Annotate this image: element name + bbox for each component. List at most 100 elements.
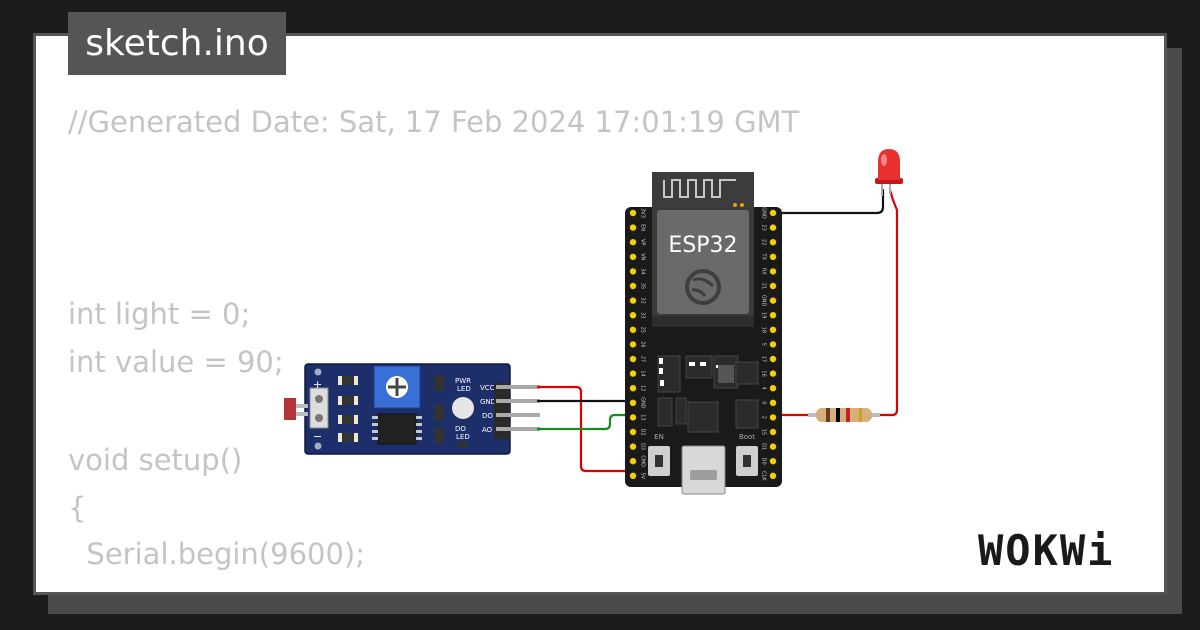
code-line: //Generated Date: Sat, 17 Feb 2024 17:01…	[68, 105, 800, 139]
pin-label-right: 17	[761, 356, 767, 362]
pin-label-right: 23	[761, 224, 767, 230]
pin-pad-right-16[interactable]	[769, 370, 777, 377]
pin-pad-right-clk[interactable]	[769, 472, 777, 479]
pin-pad-right-5[interactable]	[769, 341, 777, 348]
pin-pad-left-34[interactable]	[629, 268, 637, 275]
minus-label: −	[313, 430, 322, 443]
pin-label-left: D2	[640, 428, 646, 435]
pin-label-left: 14	[640, 370, 646, 376]
pin-pad-right-rx[interactable]	[769, 268, 777, 275]
pin-label-left: GND	[640, 397, 646, 409]
pin-label-left: EN	[640, 224, 646, 231]
code-line: int light = 0;	[68, 297, 251, 331]
sensor-pin-ao-label: AO	[482, 426, 493, 434]
pin-label-left: 3V3	[640, 208, 646, 218]
pin-label-left: VN	[640, 253, 646, 260]
preview-card	[33, 33, 1167, 595]
pin-label-left: 25	[640, 327, 646, 333]
pin-pad-right-4[interactable]	[769, 385, 777, 392]
pin-pad-right-gnd[interactable]	[769, 209, 777, 217]
pin-pad-left-33[interactable]	[629, 312, 637, 319]
do-led-label: LED	[456, 433, 470, 441]
pin-label-left: D3	[640, 443, 646, 450]
pin-pad-right-15[interactable]	[769, 428, 777, 436]
pin-pad-left-35[interactable]	[629, 282, 637, 290]
pin-pad-right-17[interactable]	[769, 355, 777, 363]
pin-label-right: 16	[761, 370, 767, 376]
pin-pad-left-cmd[interactable]	[629, 458, 637, 465]
pin-pad-left-14[interactable]	[629, 370, 637, 377]
pin-label-right: 19	[761, 312, 767, 318]
red-led[interactable]	[875, 149, 903, 196]
pin-label-right: GND	[761, 295, 767, 307]
potentiometer[interactable]	[373, 365, 421, 409]
pin-label-right: 15	[761, 429, 767, 435]
pwr-led-label: LED	[457, 385, 471, 393]
code-line: void setup()	[68, 443, 243, 477]
left-pin-header[interactable]: 3V3ENVPVN343532332526271412GND13D2D3CMD5…	[629, 208, 646, 480]
pin-pad-right-19[interactable]	[769, 312, 777, 319]
pin-label-right: RX	[761, 268, 767, 275]
pwr-label: PWR	[455, 377, 471, 385]
pin-label-right: 18	[761, 327, 767, 333]
boot-label: Boot	[739, 433, 755, 441]
en-button[interactable]	[648, 446, 670, 476]
pin-pad-right-gnd[interactable]	[769, 297, 777, 304]
pin-label-right: 5	[761, 343, 767, 346]
pin-pad-right-2[interactable]	[769, 414, 777, 421]
sensor-pin-do-label: DO	[482, 412, 493, 420]
pin-pad-left-13[interactable]	[629, 414, 637, 421]
pin-label-right: CLK	[761, 471, 767, 481]
pin-pad-right-d1[interactable]	[769, 443, 777, 450]
resistor[interactable]	[808, 408, 880, 422]
pin-label-right: 22	[761, 239, 767, 245]
espressif-icon	[685, 269, 721, 305]
file-name-tab[interactable]: sketch.ino	[68, 12, 286, 75]
pin-pad-left-26[interactable]	[629, 341, 637, 348]
pin-pad-left-27[interactable]	[629, 355, 637, 363]
pin-pad-left-32[interactable]	[629, 297, 637, 304]
pin-label-left: 5V	[640, 472, 646, 479]
board-label: ESP32	[668, 233, 737, 258]
ldr-sensor-module[interactable]: + −	[284, 363, 540, 455]
pin-pad-left-d3[interactable]	[629, 443, 637, 450]
sensor-header-pins[interactable]	[494, 383, 540, 439]
do-label: DO	[455, 425, 466, 433]
pin-pad-left-25[interactable]	[629, 326, 637, 333]
pin-pad-right-d0[interactable]	[769, 458, 777, 465]
code-line: Serial.begin(9600);	[68, 537, 366, 571]
usb-port[interactable]	[681, 445, 726, 495]
pin-pad-right-tx[interactable]	[769, 253, 777, 260]
esp32-board[interactable]: ESP32 EN	[625, 172, 782, 495]
pin-label-right: 4	[761, 387, 767, 390]
pin-pad-left-vn[interactable]	[629, 253, 637, 260]
pin-pad-left-5v[interactable]	[629, 472, 637, 479]
pin-pad-right-0[interactable]	[769, 399, 777, 406]
pin-pad-right-22[interactable]	[769, 239, 777, 246]
pin-pad-left-en[interactable]	[629, 224, 637, 231]
pin-label-left: VP	[640, 239, 646, 245]
pin-pad-right-23[interactable]	[769, 224, 777, 231]
pin-label-left: 27	[640, 356, 646, 362]
pin-pad-right-18[interactable]	[769, 326, 777, 333]
pin-label-left: 32	[640, 297, 646, 303]
pin-label-right: 21	[761, 283, 767, 289]
pin-pad-left-vp[interactable]	[629, 239, 637, 246]
code-preview: //Generated Date: Sat, 17 Feb 2024 17:01…	[68, 0, 799, 571]
pin-pad-left-12[interactable]	[629, 385, 637, 392]
pin-pad-right-21[interactable]	[769, 282, 777, 290]
pin-label-left: CMD	[640, 455, 646, 467]
pin-pad-left-d2[interactable]	[629, 428, 637, 436]
pin-pad-left-gnd[interactable]	[629, 399, 637, 406]
en-label: EN	[654, 433, 664, 441]
wokwi-logo-text: WOKWi	[978, 527, 1114, 575]
photoresistor	[284, 398, 308, 420]
code-line: {	[68, 491, 87, 525]
pin-label-left: 33	[640, 312, 646, 318]
pin-label-left: 34	[640, 268, 646, 274]
wires	[536, 188, 899, 473]
boot-button[interactable]	[736, 446, 758, 476]
pin-pad-left-3v3[interactable]	[629, 209, 637, 217]
